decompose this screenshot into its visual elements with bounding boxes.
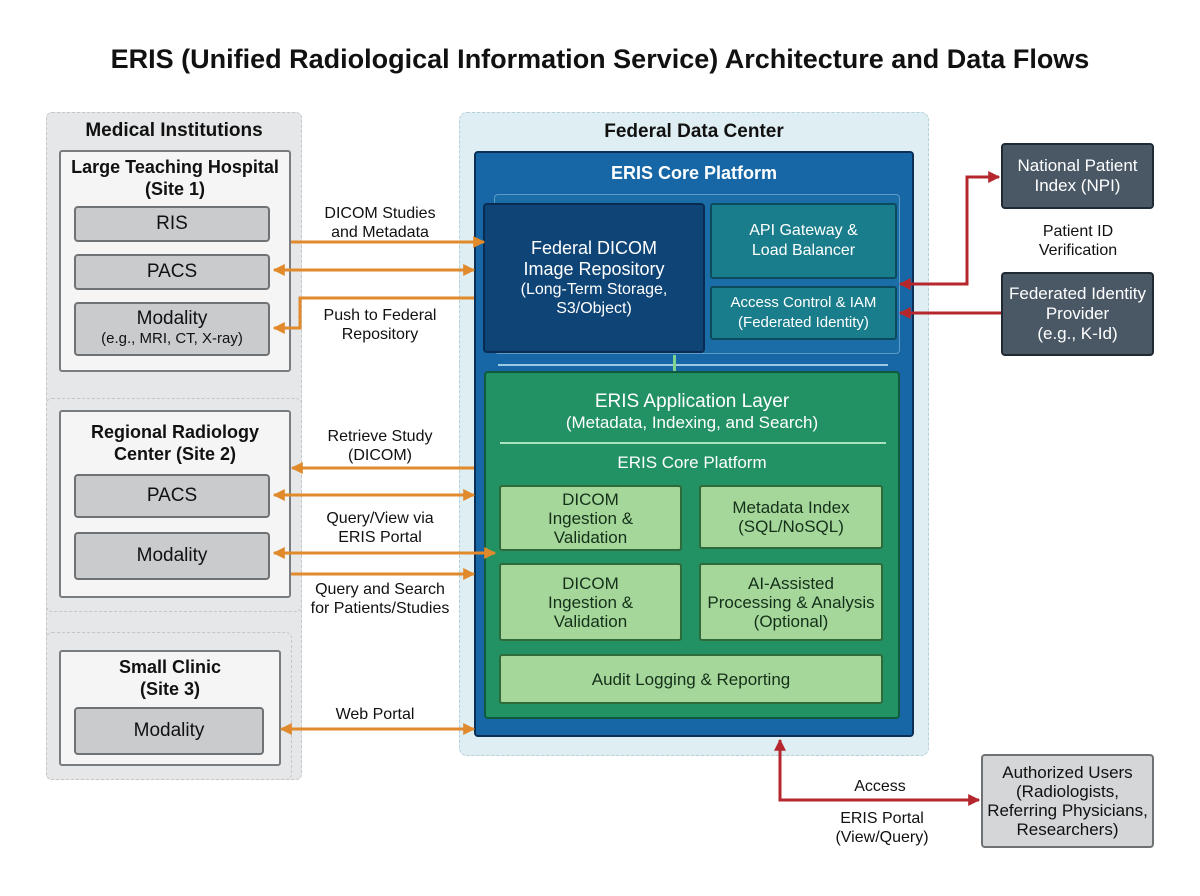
- authorized-users[interactable]: Authorized Users (Radiologists, Referrin…: [981, 754, 1154, 848]
- site1-modality[interactable]: Modality (e.g., MRI, CT, X-ray): [74, 302, 270, 356]
- federal-dicom-repository[interactable]: Federal DICOM Image Repository (Long-Ter…: [483, 203, 705, 353]
- app-divider: [500, 442, 886, 444]
- dicom-repo-sub: (Long-Term Storage, S3/Object): [520, 281, 668, 317]
- dicom-ingestion-1[interactable]: DICOM Ingestion & Validation: [499, 485, 682, 551]
- connector-line: [673, 355, 676, 379]
- site1-pacs-label: PACS: [146, 261, 198, 282]
- site2-modality-label: Modality: [136, 545, 208, 566]
- access-control-iam[interactable]: Access Control & IAM (Federated Identity…: [710, 286, 897, 340]
- flow-dicom-studies: DICOM Studies and Metadata: [324, 205, 436, 241]
- national-patient-index[interactable]: National Patient Index (NPI): [1001, 143, 1154, 209]
- divider: [498, 364, 888, 366]
- flow-query-search: Query and Search for Patients/Studies: [310, 581, 450, 617]
- site3-modality-label: Modality: [133, 720, 205, 741]
- site2-label: Regional Radiology Center (Site 2): [90, 422, 259, 464]
- site2-pacs[interactable]: PACS: [74, 474, 270, 518]
- api-gateway[interactable]: API Gateway & Load Balancer: [710, 203, 897, 279]
- page-title: ERIS (Unified Radiological Information S…: [110, 44, 1090, 74]
- site3-modality[interactable]: Modality: [74, 707, 264, 755]
- app-layer-sub: (Metadata, Indexing, and Search): [565, 413, 819, 432]
- site3-label: Small Clinic (Site 3): [118, 657, 222, 699]
- site2-pacs-label: PACS: [146, 485, 198, 506]
- dicom-ingestion-2[interactable]: DICOM Ingestion & Validation: [499, 563, 682, 641]
- flow-patient-id: Patient ID Verification: [1038, 223, 1118, 259]
- flow-retrieve-study: Retrieve Study (DICOM): [327, 428, 433, 464]
- flow-access: Access: [854, 778, 906, 795]
- site1-ris-label: RIS: [156, 213, 188, 234]
- metadata-index[interactable]: Metadata Index (SQL/NoSQL): [699, 485, 883, 549]
- site1-label: Large Teaching Hospital (Site 1): [71, 157, 279, 199]
- site1-modality-sub: (e.g., MRI, CT, X-ray): [101, 330, 243, 347]
- dicom-repo-label: Federal DICOM Image Repository: [523, 238, 665, 279]
- flow-eris-portal: ERIS Portal (View/Query): [835, 810, 929, 846]
- audit-logging[interactable]: Audit Logging & Reporting: [499, 654, 883, 704]
- medical-institutions-label: Medical Institutions: [85, 120, 263, 141]
- app-core-label: ERIS Core Platform: [617, 453, 767, 472]
- flow-query-view: Query/View via ERIS Portal: [326, 510, 434, 546]
- ai-assisted-processing[interactable]: AI-Assisted Processing & Analysis (Optio…: [699, 563, 883, 641]
- flow-web-portal: Web Portal: [335, 706, 415, 723]
- flow-push-federal: Push to Federal Repository: [323, 307, 437, 343]
- federated-identity-provider[interactable]: Federated Identity Provider (e.g., K-Id): [1001, 272, 1154, 356]
- site1-pacs[interactable]: PACS: [74, 254, 270, 290]
- site2-modality[interactable]: Modality: [74, 532, 270, 580]
- eris-core-platform-label: ERIS Core Platform: [610, 163, 778, 183]
- site1-ris[interactable]: RIS: [74, 206, 270, 242]
- app-layer-label: ERIS Application Layer: [594, 391, 790, 412]
- site1-modality-label: Modality: [136, 308, 208, 329]
- federal-data-center-label: Federal Data Center: [604, 121, 784, 142]
